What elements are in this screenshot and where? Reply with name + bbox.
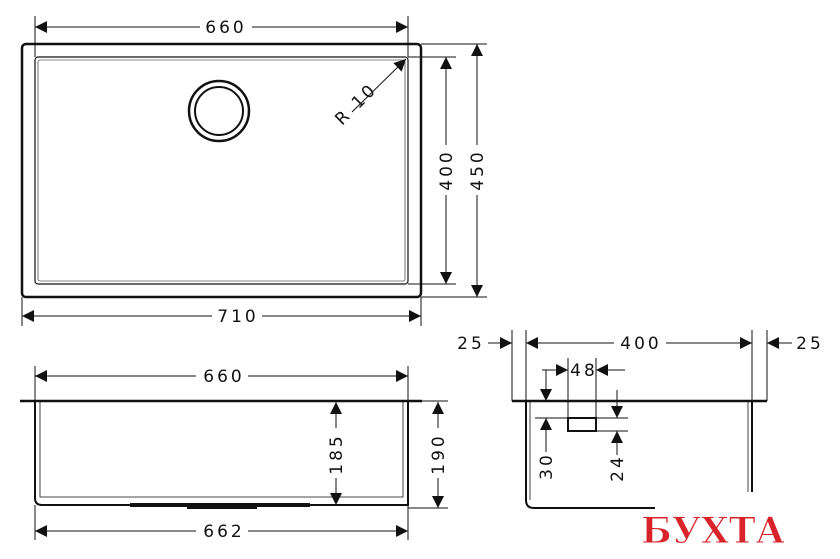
label-450: 450 xyxy=(468,149,488,190)
front-bowl xyxy=(34,401,409,506)
label-190: 190 xyxy=(429,433,449,474)
label-24: 24 xyxy=(608,454,628,482)
label-400-vertical: 400 xyxy=(437,149,457,190)
label-710: 710 xyxy=(217,307,258,327)
sink-bowl xyxy=(34,56,409,285)
label-185: 185 xyxy=(327,433,347,474)
sink-outer-rim xyxy=(20,42,423,299)
label-30: 30 xyxy=(537,452,557,480)
radius-leader xyxy=(351,58,407,113)
label-radius: R 10 xyxy=(331,79,381,129)
label-662: 662 xyxy=(203,522,244,542)
side-bowl xyxy=(525,401,660,509)
overflow-slot xyxy=(567,417,597,432)
label-25-left: 25 xyxy=(457,334,485,354)
watermark-logo: БУХТА xyxy=(641,510,785,552)
label-660-top: 660 xyxy=(205,18,246,38)
label-48: 48 xyxy=(570,361,598,381)
label-25-right: 25 xyxy=(796,334,824,354)
drain-icon xyxy=(187,79,251,143)
label-660-front: 660 xyxy=(203,367,244,387)
label-400-side: 400 xyxy=(620,334,661,354)
